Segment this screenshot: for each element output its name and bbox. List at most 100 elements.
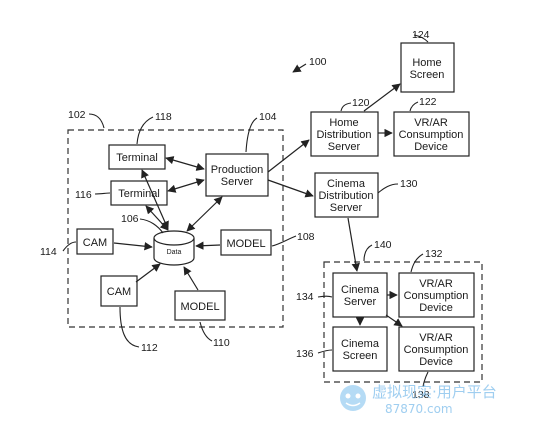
leader-136 [317,349,333,354]
leader-130 [377,183,399,194]
leader-114 [62,241,77,252]
ref-100: 100 [309,56,327,68]
label-line: Consumption [404,344,469,356]
label-line: Home [329,117,358,129]
leader-118 [136,116,154,145]
ref-102: 102 [68,109,86,121]
leader-110 [199,321,213,342]
terminal-top-box [108,144,166,170]
edge-production-data [186,196,223,232]
label-line: Data [167,249,182,256]
cam-left-label: CAM [83,237,107,249]
edge-cinema-distribution-cinema-server [347,217,360,272]
leader-124 [413,34,429,43]
label-line: Server [221,176,254,188]
label-line: Screen [343,350,378,362]
edge-home-distribution-home-screen [363,83,401,112]
label-line: Device [414,141,448,153]
label-line: Server [344,296,377,308]
cinema-screen-box [332,326,388,372]
leader-122 [409,101,419,112]
label-line: Consumption [404,290,469,302]
leader-134 [317,295,333,298]
label-line: CAM [107,286,131,298]
ref-140: 140 [374,239,392,251]
leader-106 [139,218,164,234]
terminal-top-label: Terminal [116,152,158,164]
data-store-label: Data [167,249,182,256]
ref-112: 112 [141,342,158,354]
edge-cam-left-data [113,242,153,251]
cinema-distribution-server-box [314,172,379,218]
edge-cam-bottom-data [135,263,161,283]
production-server-box [205,153,269,197]
home-distribution-server-box [310,111,379,157]
vrar-cinema-bottom-box [398,326,475,372]
edge-cinema-server-vrar-bottom [385,314,403,327]
label-line: Server [328,141,361,153]
model-right-label: MODEL [226,238,265,250]
edge-model-bottom-data [183,266,199,291]
label-line: Distribution [318,190,373,202]
label-line: MODEL [226,238,265,250]
watermark-text: 虚拟现实·用户平台 [372,383,497,401]
ref-118: 118 [155,111,172,123]
leader-112 [119,306,140,348]
label-line: Cinema [341,284,380,296]
model-bottom-box [174,290,226,321]
label-line: Server [330,202,363,214]
leader-102 [88,113,105,129]
cam-left-box [76,228,114,255]
label-line: Home [412,57,441,69]
ref-120: 120 [352,97,370,109]
ref-110: 110 [213,337,230,349]
label-line: Cinema [327,178,366,190]
label-line: CAM [83,237,107,249]
label-line: Distribution [316,129,371,141]
watermark: 虚拟现实·用户平台 87870.com [340,383,497,416]
ref-124: 124 [412,29,430,41]
cam-bottom-box [100,275,138,307]
label-line: Terminal [118,188,160,200]
label-line: MODEL [180,301,219,313]
ref-106: 106 [121,213,139,225]
ref-138: 138 [412,389,430,401]
label-line: Production [211,164,264,176]
label-line: Screen [410,69,445,81]
model-bottom-label: MODEL [180,301,219,313]
edge-production-home-distribution [267,139,310,173]
ref-132: 132 [425,248,443,260]
edge-model-right-data [195,241,221,250]
data-store-cylinder [153,230,195,266]
leader-116 [94,192,111,195]
edge-terminal-mid-production [167,178,205,193]
leader-120 [340,102,352,112]
ref-130: 130 [400,178,418,190]
ref-104: 104 [259,111,277,123]
vrar-home-box [393,111,470,157]
label-line: VR/AR [419,332,453,344]
edge-terminal-top-production [165,156,205,171]
home-screen-box [400,42,455,93]
edge-production-cinema-distribution [267,179,314,198]
production-group-boundary [67,129,284,328]
leader-100 [292,63,307,73]
model-right-box [220,229,272,256]
label-line: Terminal [116,152,158,164]
ref-114: 114 [40,246,57,258]
label-line: Device [419,356,453,368]
leader-138 [422,371,429,388]
label-line: Cinema [341,338,380,350]
leader-104 [245,117,258,153]
label-line: VR/AR [419,278,453,290]
cam-bottom-label: CAM [107,286,131,298]
label-line: VR/AR [414,117,448,129]
